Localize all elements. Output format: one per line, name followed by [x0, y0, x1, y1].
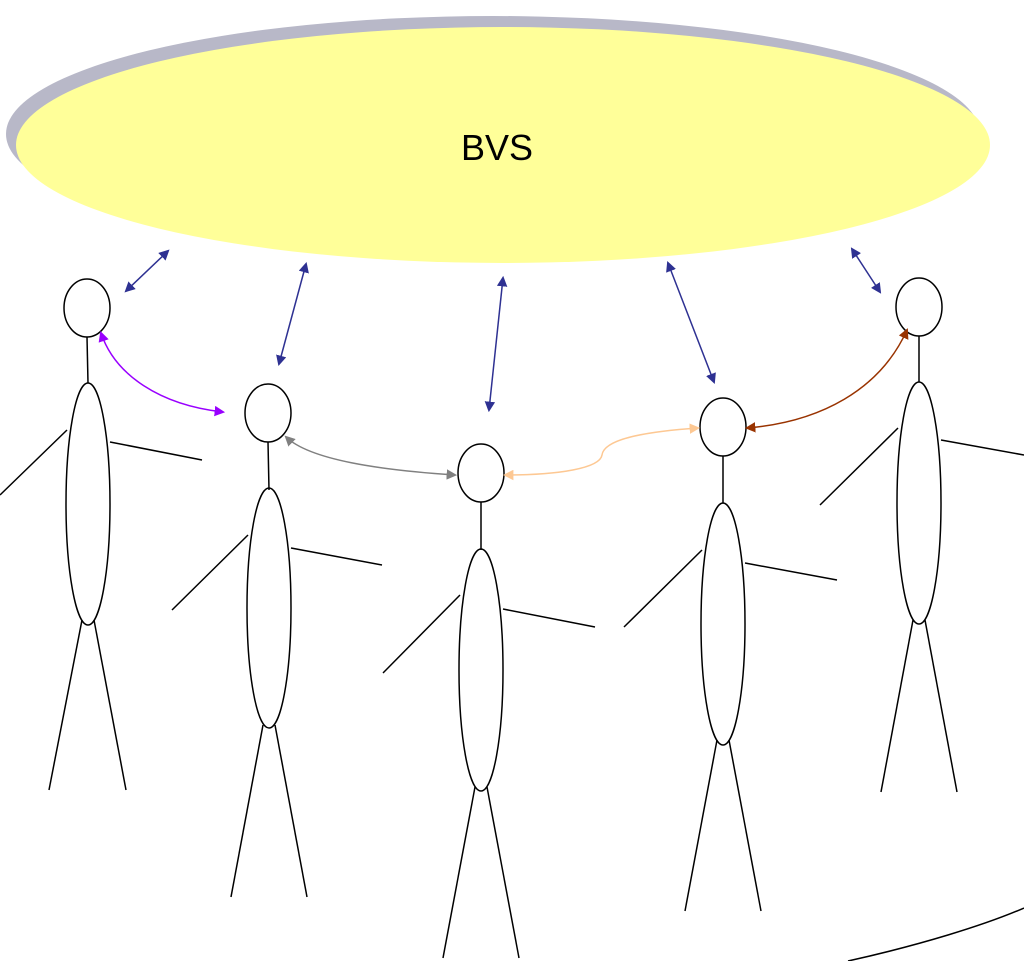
peer-links — [98, 328, 909, 481]
figure-4-arm-left — [623, 549, 703, 628]
figure-5-arm-left — [819, 427, 899, 506]
figure-3-head — [457, 443, 505, 503]
figure-4-leg-right — [728, 739, 762, 912]
figure-1-body — [65, 382, 111, 626]
figure-5-leg-left — [880, 619, 914, 793]
bvs-link-center — [484, 275, 508, 413]
bvs-link-figure-1 — [124, 249, 170, 293]
figure-2 — [171, 383, 383, 898]
figure-3-leg-right — [486, 786, 520, 959]
bvs-link-outer-2 — [666, 261, 716, 384]
figure-5-head — [895, 277, 943, 337]
figure-4-body — [700, 502, 746, 746]
figure-4-leg-left — [684, 739, 718, 912]
figure-2-neck — [267, 441, 270, 491]
link-figure-3-figure-4 — [502, 423, 701, 481]
figure-1-arm-left — [0, 429, 68, 496]
bvs-link-figure-5 — [850, 247, 882, 294]
figure-4 — [623, 397, 838, 912]
figure-1-arm-right — [109, 441, 203, 461]
link-figure-4-figure-5 — [744, 328, 909, 433]
figure-3-arm-right — [502, 608, 596, 628]
figure-5-leg-right — [924, 619, 958, 793]
figure-2-leg-left — [230, 724, 264, 898]
figure-4-head — [699, 397, 747, 457]
figure-3 — [382, 443, 596, 959]
figure-3-arm-left — [382, 594, 461, 674]
figure-5-body — [896, 381, 942, 625]
figure-1 — [0, 278, 203, 791]
figure-3-body — [458, 548, 504, 792]
bvs-ellipse — [16, 27, 990, 263]
bvs-ellipse-group: BVS — [6, 16, 990, 263]
figure-1-leg-left — [48, 619, 83, 791]
figure-5-arm-right — [940, 439, 1024, 456]
figure-2-arm-right — [290, 547, 383, 566]
link-figure-2-figure-3 — [284, 435, 458, 480]
figure-2-arm-left — [171, 534, 249, 611]
figure-1-leg-right — [93, 619, 127, 791]
figure-5 — [819, 277, 1024, 793]
figure-2-body — [246, 487, 292, 729]
figure-4-arm-right — [744, 562, 838, 581]
figure-3-leg-left — [442, 786, 476, 959]
link-figure-1-figure-2 — [98, 331, 226, 417]
bvs-link-outer-1 — [276, 261, 309, 367]
figure-2-head — [244, 383, 292, 443]
figure-1-neck — [86, 336, 89, 384]
outer-circle-arc — [847, 907, 1024, 961]
figure-2-leg-right — [274, 724, 308, 898]
bvs-label: BVS — [461, 127, 533, 168]
bvs-links — [124, 247, 882, 413]
figure-1-head — [63, 278, 111, 338]
